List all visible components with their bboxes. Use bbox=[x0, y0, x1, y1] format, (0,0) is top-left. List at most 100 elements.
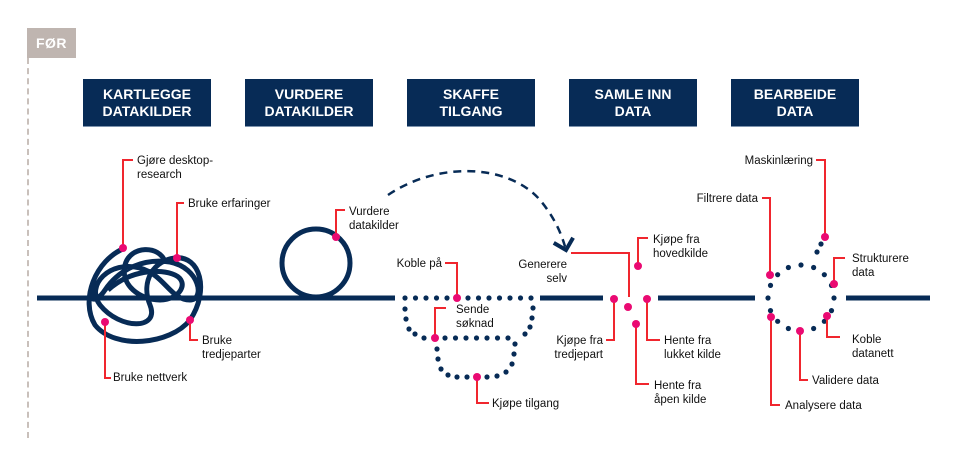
dot bbox=[517, 295, 524, 301]
dot bbox=[494, 335, 501, 341]
timeline-dashed-line bbox=[27, 58, 29, 438]
label-bruke-nettverk: Bruke nettverk bbox=[113, 372, 188, 384]
label-vurdere-datakilder: Vurdere datakilder bbox=[349, 206, 399, 232]
label-sende-soknad: Sende søknad bbox=[456, 304, 494, 330]
label-filtrere-data: Filtrere data bbox=[696, 193, 758, 205]
marker-dot bbox=[119, 244, 127, 252]
dot bbox=[496, 295, 503, 301]
dot bbox=[828, 308, 835, 314]
dot bbox=[494, 373, 500, 379]
marker-dot bbox=[453, 294, 461, 302]
dot bbox=[433, 295, 440, 301]
dot bbox=[811, 264, 817, 271]
dot bbox=[522, 331, 528, 337]
marker-dot bbox=[766, 271, 774, 279]
marker-dot bbox=[632, 320, 640, 328]
dot bbox=[412, 331, 418, 337]
marker-dot bbox=[101, 318, 109, 326]
marker-dot bbox=[767, 313, 775, 321]
stage-label: SKAFFE TILGANG bbox=[439, 85, 503, 119]
stage-samle-inn-data: SAMLE INN DATA bbox=[569, 79, 697, 126]
dot bbox=[814, 249, 820, 255]
dot bbox=[503, 369, 509, 375]
marker-dot bbox=[186, 316, 194, 324]
dot bbox=[511, 351, 517, 357]
stage-label: VURDERE DATAKILDER bbox=[264, 85, 354, 119]
dot bbox=[529, 315, 535, 321]
stage-label: BEARBEIDE DATA bbox=[753, 85, 837, 119]
dashed-arrow bbox=[387, 170, 575, 253]
label-hente-fra-apen-kilde: Hente fra åpen kilde bbox=[654, 380, 707, 406]
marker-dot bbox=[830, 280, 838, 288]
dot bbox=[821, 272, 827, 278]
label-strukturere-data: Strukturere data bbox=[852, 253, 909, 279]
dot bbox=[445, 372, 451, 378]
marker-dot bbox=[823, 312, 831, 320]
marker-dot bbox=[796, 327, 804, 335]
dot bbox=[509, 361, 515, 367]
stage-label: SAMLE INN DATA bbox=[594, 85, 672, 119]
label-validere-data: Validere data bbox=[812, 375, 879, 387]
marker-dot bbox=[332, 233, 340, 241]
dot bbox=[442, 335, 448, 341]
dot bbox=[484, 374, 490, 380]
marker-dot bbox=[643, 295, 651, 303]
dot bbox=[475, 295, 482, 301]
dot bbox=[402, 306, 408, 312]
dot bbox=[434, 346, 440, 352]
stage-vurdere-datakilder: VURDERE DATAKILDER bbox=[245, 79, 373, 126]
stage-bearbeide-data: BEARBEIDE DATA bbox=[731, 79, 859, 126]
marker-dot bbox=[173, 254, 181, 262]
dot bbox=[512, 341, 518, 347]
stage-kartlegge-datakilder: KARTLEGGE DATAKILDER bbox=[83, 79, 211, 126]
tangle-knot bbox=[86, 245, 204, 344]
label-analysere-data: Analysere data bbox=[785, 400, 862, 412]
label-kjope-fra-tredjepart: Kjøpe fra tredjepart bbox=[554, 335, 603, 361]
dot bbox=[452, 335, 459, 341]
dot bbox=[785, 264, 791, 271]
label-kjope-fra-hovedkilde: Kjøpe fra hovedkilde bbox=[653, 234, 708, 260]
marker-dot bbox=[431, 334, 439, 342]
dot bbox=[785, 325, 791, 332]
dot bbox=[528, 295, 534, 301]
dot bbox=[421, 335, 427, 341]
label-generere-selv: Generere selv bbox=[518, 259, 567, 285]
stage-skaffe-tilgang: SKAFFE TILGANG bbox=[407, 79, 535, 126]
dot bbox=[767, 282, 774, 288]
dot bbox=[527, 324, 533, 330]
dot bbox=[486, 295, 492, 301]
dot bbox=[507, 295, 513, 301]
label-bruke-erfaringer: Bruke erfaringer bbox=[188, 198, 271, 210]
dot bbox=[505, 335, 511, 341]
label-hente-fra-lukket-kilde: Hente fra lukket kilde bbox=[664, 335, 721, 361]
dot bbox=[473, 335, 480, 341]
phase-tag-for: FØR bbox=[27, 28, 76, 58]
dot bbox=[454, 374, 460, 380]
dot bbox=[765, 295, 771, 301]
dot bbox=[775, 272, 781, 278]
label-bruke-tredjeparter: Bruke tredjeparter bbox=[202, 335, 261, 361]
tangle-path bbox=[106, 247, 185, 303]
dot bbox=[831, 295, 837, 301]
marker-dot bbox=[821, 233, 829, 241]
dot bbox=[818, 241, 824, 247]
label-kjope-tilgang: Kjøpe tilgang bbox=[492, 398, 560, 410]
dot bbox=[423, 295, 429, 301]
label-gjore-desktop-research: Gjøre desktop- research bbox=[137, 155, 214, 181]
dot bbox=[767, 308, 774, 314]
dot bbox=[811, 325, 817, 332]
marker-dot bbox=[624, 303, 632, 311]
stage-label: KARTLEGGE DATAKILDER bbox=[102, 85, 192, 119]
marker-dot bbox=[473, 373, 481, 381]
label-koble-datanett: Koble datanett bbox=[852, 334, 894, 360]
dot bbox=[821, 318, 827, 324]
dot bbox=[402, 295, 408, 301]
dot bbox=[412, 295, 419, 301]
dot bbox=[406, 326, 412, 332]
dot bbox=[798, 262, 804, 268]
dot bbox=[465, 295, 471, 301]
loop-circle bbox=[279, 226, 353, 300]
label-koble-pa: Koble på bbox=[396, 258, 442, 270]
marker-dot bbox=[634, 262, 642, 270]
